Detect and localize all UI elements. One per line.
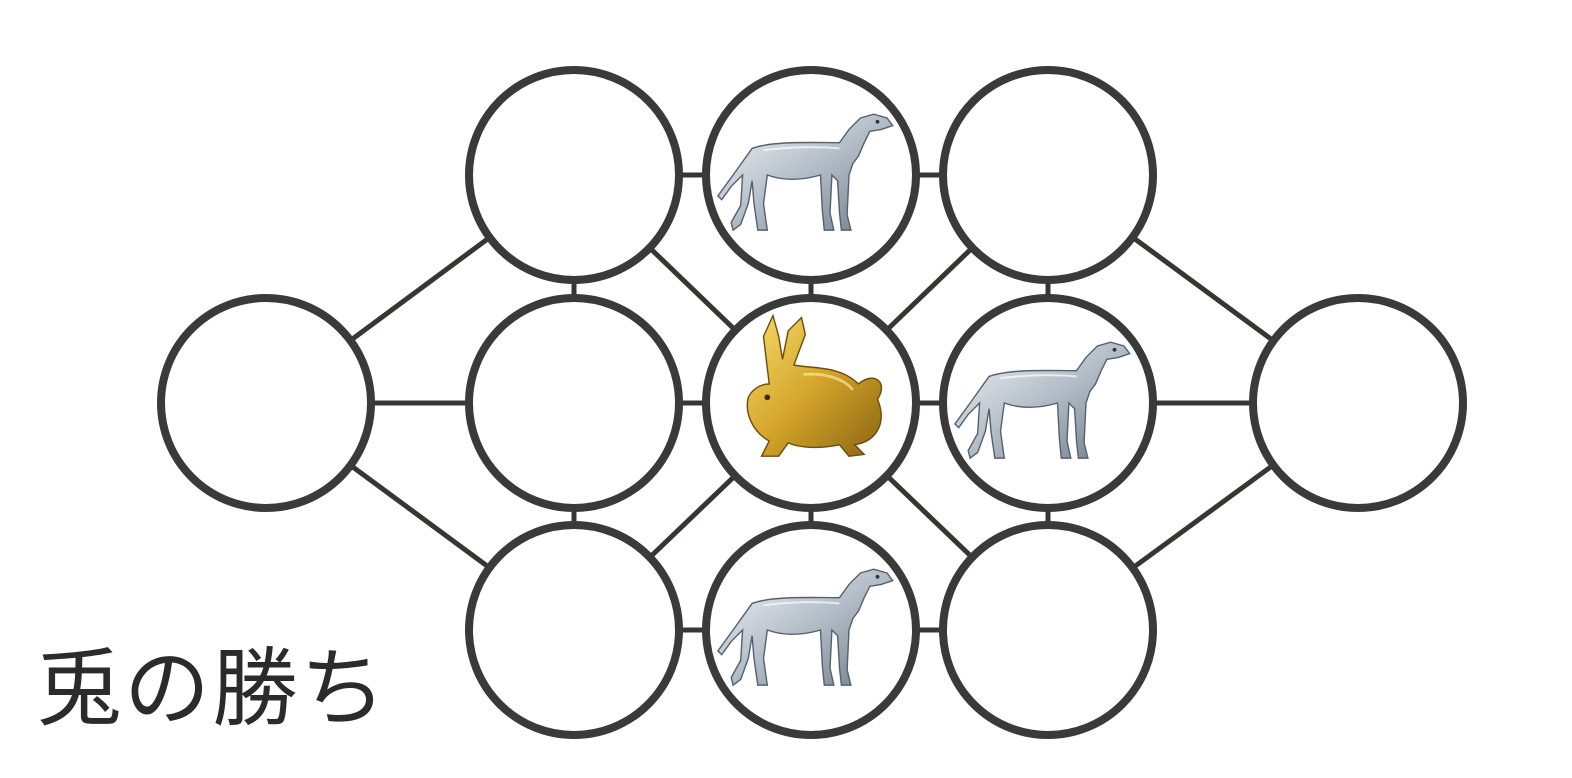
board-cell-mid-1[interactable] xyxy=(465,294,683,512)
board-cell-top-1[interactable] xyxy=(465,66,683,284)
cell-circle xyxy=(465,66,683,284)
board-cell-bot-2[interactable] xyxy=(702,521,920,739)
cell-circle xyxy=(939,521,1157,739)
cell-circle xyxy=(939,66,1157,284)
cell-circle xyxy=(1249,294,1467,512)
board-cell-mid-2[interactable] xyxy=(702,294,920,512)
board-cell-bot-1[interactable] xyxy=(465,521,683,739)
cell-circle xyxy=(465,521,683,739)
board-cell-top-3[interactable] xyxy=(939,66,1157,284)
board-cell-top-2[interactable] xyxy=(702,66,920,284)
board-cell-right[interactable] xyxy=(1249,294,1467,512)
board-cell-left[interactable] xyxy=(157,294,375,512)
cell-circle xyxy=(157,294,375,512)
cell-circle xyxy=(465,294,683,512)
board-cell-bot-3[interactable] xyxy=(939,521,1157,739)
board-cells xyxy=(157,66,1467,739)
board-cell-mid-3[interactable] xyxy=(939,294,1157,512)
status-message: 兎の勝ち xyxy=(36,639,388,739)
